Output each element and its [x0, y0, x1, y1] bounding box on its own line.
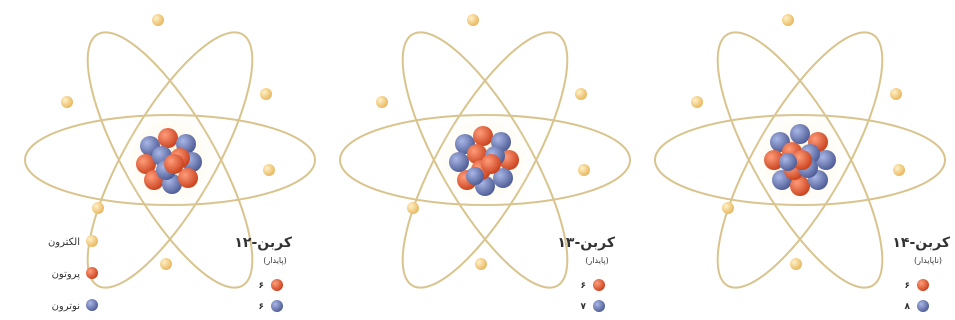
electron	[691, 96, 703, 108]
electron	[263, 164, 275, 176]
neutron	[493, 168, 513, 188]
proton	[792, 150, 812, 170]
neutron-icon	[593, 300, 605, 312]
electron	[890, 88, 902, 100]
proton	[467, 144, 487, 164]
electron	[152, 14, 164, 26]
proton-icon	[271, 279, 283, 291]
electrons	[376, 14, 590, 270]
electron	[790, 258, 802, 270]
nucleus	[764, 124, 836, 196]
isotope-title: کربن-۱۲	[234, 235, 292, 251]
neutron-count: ۶	[259, 302, 265, 312]
proton-count: ۶	[905, 281, 911, 291]
atom-carbon-14	[654, 14, 946, 289]
proton-icon	[917, 279, 929, 291]
electron	[575, 88, 587, 100]
neutron-icon	[917, 300, 929, 312]
electron	[61, 96, 73, 108]
electron	[893, 164, 905, 176]
neutron	[466, 167, 484, 185]
proton	[164, 154, 184, 174]
electron	[160, 258, 172, 270]
proton-icon	[593, 279, 605, 291]
electron	[376, 96, 388, 108]
isotope-title: کربن-۱۳	[557, 235, 615, 251]
nucleus	[449, 126, 519, 196]
legend: الکترون پروتون نوترون	[48, 235, 98, 312]
neutron	[779, 153, 797, 171]
proton	[790, 176, 810, 196]
neutron-legend-icon	[86, 299, 98, 311]
isotope-title: کربن-۱۴	[892, 235, 950, 251]
electrons	[691, 14, 905, 270]
proton	[764, 150, 784, 170]
isotope-stability: (پایدار)	[585, 256, 608, 265]
proton-legend-icon	[86, 267, 98, 279]
proton	[481, 154, 501, 174]
electron	[722, 202, 734, 214]
nucleus	[136, 128, 202, 194]
electron	[92, 202, 104, 214]
proton-count: ۶	[259, 281, 265, 291]
electron	[782, 14, 794, 26]
atom-carbon-12	[24, 14, 316, 289]
isotope-label-3: کربن-۱۴ (ناپایدار) ۶ ۸	[892, 235, 951, 312]
neutron-count: ۷	[581, 302, 587, 312]
electrons	[61, 14, 275, 270]
electron	[578, 164, 590, 176]
legend-electron-label: الکترون	[48, 237, 80, 248]
proton	[178, 168, 198, 188]
neutron-icon	[271, 300, 283, 312]
isotope-stability: (پایدار)	[263, 256, 286, 265]
electron	[475, 258, 487, 270]
electron-legend-icon	[86, 235, 98, 247]
isotope-label-2: کربن-۱۳ (پایدار) ۶ ۷	[557, 235, 616, 312]
neutron	[790, 124, 810, 144]
legend-neutron-label: نوترون	[52, 301, 80, 312]
isotope-label-1: کربن-۱۲ (پایدار) ۶ ۶	[234, 235, 293, 312]
proton	[158, 128, 178, 148]
neutron	[816, 150, 836, 170]
electron	[407, 202, 419, 214]
isotope-stability: (ناپایدار)	[914, 256, 942, 265]
proton	[136, 154, 156, 174]
neutron-count: ۸	[905, 302, 911, 312]
neutron	[449, 152, 469, 172]
electron	[260, 88, 272, 100]
legend-proton-label: پروتون	[52, 269, 81, 280]
electron	[467, 14, 479, 26]
proton	[473, 126, 493, 146]
proton-count: ۶	[581, 281, 587, 291]
